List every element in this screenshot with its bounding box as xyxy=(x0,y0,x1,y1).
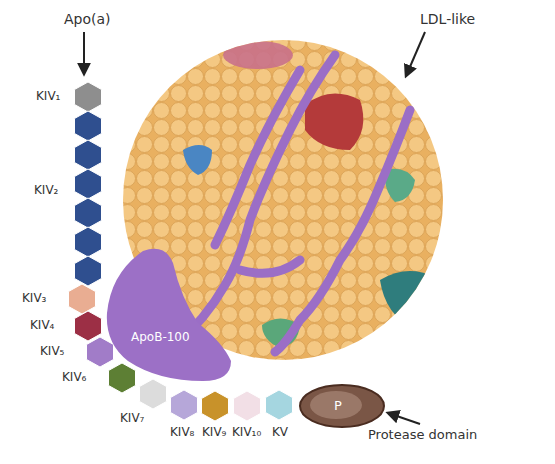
node-label: ApoB-100 xyxy=(131,331,190,344)
domain-label: KIV₉ xyxy=(202,426,226,439)
domain-label: KIV₁ xyxy=(36,90,60,103)
node-caption: Protease domain xyxy=(368,428,477,442)
apob-protein: ApoB-100 xyxy=(103,243,233,385)
leader-arrow xyxy=(388,413,420,424)
domain-label: KIV₅ xyxy=(40,345,64,358)
leader-arrow xyxy=(83,32,85,74)
apob-protein-shape xyxy=(103,243,233,385)
part-label: LDL-like xyxy=(420,12,475,27)
domain-label: KV xyxy=(272,426,288,439)
protease-domain: PProtease domain xyxy=(298,383,386,429)
domain-label: KIV₈ xyxy=(170,426,194,439)
domain-label: KIV₂ xyxy=(34,184,58,197)
domain-label: KIV₄ xyxy=(30,319,54,332)
part-label: Apo(a) xyxy=(64,12,111,27)
domain-label: KIV₁₀ xyxy=(232,426,261,439)
domain-label: KIV₆ xyxy=(62,371,86,384)
node-label: P xyxy=(334,399,342,413)
domain-label: KIV₇ xyxy=(120,412,144,425)
kringle-chain xyxy=(69,82,293,421)
leader-arrow xyxy=(406,32,425,76)
protease-domain-shape xyxy=(298,383,386,429)
domain-label: KIV₃ xyxy=(22,292,46,305)
